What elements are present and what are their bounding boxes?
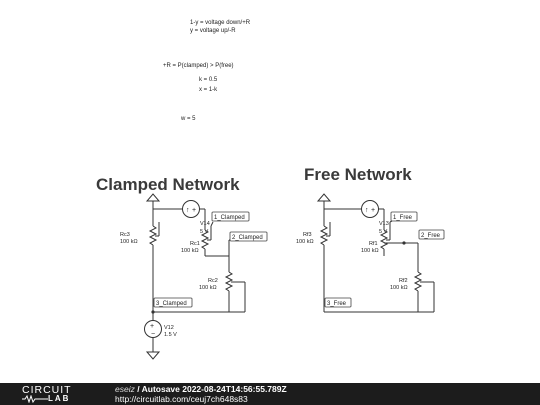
waveform-icon — [22, 395, 48, 403]
svg-text:3_Free: 3_Free — [327, 301, 347, 307]
rc2-name: Rc2 — [208, 278, 218, 284]
rf1-value: 100 kΩ — [361, 248, 379, 254]
svg-text:2_Free: 2_Free — [421, 233, 441, 239]
clamped-v12-source[interactable]: + − — [144, 312, 162, 360]
rf3-name: Rf3 — [303, 232, 312, 238]
note-k: k = 0.5 — [199, 77, 218, 83]
svg-text:3_Clamped: 3_Clamped — [156, 301, 187, 307]
minus-icon: − — [151, 331, 155, 338]
rc1-value: 100 kΩ — [181, 248, 199, 254]
circuit-meta: eseiz / Autosave 2022-08-24T14:56:55.789… — [115, 384, 287, 404]
circuit-url-link[interactable]: http://circuitlab.com/ceuj7ch648s83 — [115, 394, 248, 404]
free-rf3-resistor[interactable] — [319, 209, 331, 312]
note-x: x = 1-k — [199, 87, 218, 93]
circuit-title: Autosave 2022-08-24T14:56:55.789Z — [141, 384, 287, 394]
circuitlab-logo[interactable]: CIRCUIT LAB — [22, 384, 92, 404]
v14-name: V14 — [200, 221, 210, 227]
v12-name: V12 — [164, 325, 174, 331]
net-label-2-free[interactable]: 2_Free — [418, 229, 445, 240]
clamped-rc2-resistor[interactable] — [224, 240, 246, 312]
author-link[interactable]: eseiz — [115, 384, 135, 394]
net-label-1-free[interactable]: 1_Free — [389, 211, 418, 223]
rf1-name: Rf1 — [369, 241, 378, 247]
rf2-name: Rf2 — [399, 278, 408, 284]
plus-icon: + — [150, 323, 154, 330]
net-label-2-clamped[interactable]: 2_Clamped — [229, 231, 268, 242]
net-label-3-clamped[interactable]: 3_Clamped — [153, 297, 193, 308]
v14-value: 5 V — [200, 229, 209, 235]
svg-text:1_Clamped: 1_Clamped — [214, 215, 245, 221]
net-label-3-free[interactable]: 3_Free — [324, 297, 352, 308]
note-voltage-down: 1-y = voltage down/+R — [190, 20, 251, 26]
net-label-1-clamped[interactable]: 1_Clamped — [210, 211, 250, 227]
clamped-rc1-resistor[interactable] — [200, 226, 229, 257]
free-rf2-resistor[interactable] — [413, 243, 435, 312]
note-voltage-up: y = voltage up/-R — [190, 28, 236, 34]
note-probability: +R = P(clamped) > P(free) — [163, 63, 234, 69]
v13-name: V13 — [379, 221, 389, 227]
logo-lab-text: LAB — [48, 394, 71, 403]
plus-icon: + — [371, 207, 375, 214]
free-rf1-resistor[interactable] — [379, 222, 418, 256]
rf2-value: 100 kΩ — [390, 285, 408, 291]
clamped-v14-source[interactable]: ↑ + — [182, 200, 206, 231]
clamped-rc3-resistor[interactable] — [148, 209, 160, 312]
clamped-network[interactable]: ↑ + V14 5 V Rc3 100 kΩ Rc1 100 kΩ — [120, 193, 268, 360]
rc3-name: Rc3 — [120, 232, 130, 238]
svg-text:2_Clamped: 2_Clamped — [232, 235, 263, 241]
rf3-value: 100 kΩ — [296, 239, 314, 245]
rc3-value: 100 kΩ — [120, 239, 138, 245]
clamped-ground-top[interactable] — [145, 193, 182, 210]
logo-circuit-text: CIRCUIT — [22, 384, 72, 396]
current-arrow-icon: ↑ — [186, 207, 190, 214]
plus-icon: + — [192, 207, 196, 214]
rc1-name: Rc1 — [190, 241, 200, 247]
free-v13-source[interactable]: ↑ + — [361, 200, 385, 231]
footer-bar: CIRCUIT LAB eseiz / Autosave 2022-08-24T… — [0, 383, 540, 405]
rc2-value: 100 kΩ — [199, 285, 217, 291]
svg-text:1_Free: 1_Free — [393, 215, 413, 221]
free-network-title: Free Network — [304, 165, 412, 184]
schematic-canvas[interactable]: 1-y = voltage down/+R y = voltage up/-R … — [0, 0, 540, 383]
note-w: w = 5 — [180, 116, 196, 122]
title-separator: / — [134, 384, 142, 394]
v13-value: 5 V — [379, 229, 388, 235]
v12-value: 1.5 V — [164, 332, 177, 338]
free-ground-top[interactable] — [316, 193, 362, 210]
current-arrow-icon: ↑ — [365, 207, 369, 214]
clamped-network-title: Clamped Network — [96, 175, 240, 194]
free-network[interactable]: ↑ + V13 5 V Rf3 100 kΩ Rf1 100 kΩ — [296, 193, 445, 313]
